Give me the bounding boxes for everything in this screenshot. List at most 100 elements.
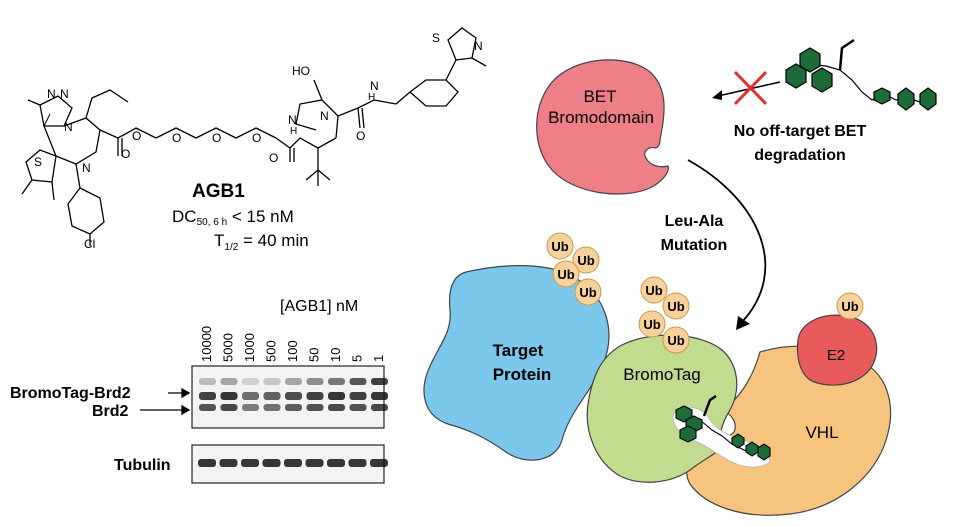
band-tubulin — [284, 459, 302, 467]
lane-label: 50 — [307, 348, 322, 362]
dc50-line: DC50, 6 h < 15 nM — [172, 207, 294, 228]
lane-label: 100 — [285, 340, 300, 362]
atom-cl: Cl — [84, 237, 95, 251]
atom-n4: N — [82, 161, 91, 175]
atom-o7: O — [356, 129, 365, 143]
band-brd2 — [371, 404, 388, 411]
band-brd2-upper — [285, 392, 302, 400]
atom-o4: O — [212, 131, 221, 145]
mutation-label-line2: Mutation — [661, 237, 728, 254]
off-target-line1: No off-target BET — [734, 123, 867, 140]
ubiquitin-label: Ub — [579, 285, 596, 300]
ubiquitin-label: Ub — [643, 317, 660, 332]
band-brd2-upper — [349, 392, 367, 400]
atom-o1: O — [121, 147, 130, 161]
band-tubulin — [198, 459, 216, 467]
e2-shape — [796, 314, 878, 386]
band-tubulin — [241, 459, 259, 467]
atom-n8: N — [474, 39, 483, 53]
bet-bromodomain-shape — [536, 59, 669, 195]
ubiquitin-sphere — [552, 260, 580, 288]
band-bromotag-brd2 — [328, 378, 345, 385]
band-tubulin — [305, 459, 324, 467]
lane-label: 10 — [328, 348, 343, 362]
ubiquitin-sphere — [836, 292, 864, 320]
ubiquitin-sphere — [572, 246, 600, 274]
dc50-value: < 15 nM — [227, 207, 294, 226]
dc50-subscript: 50, 6 h — [197, 217, 228, 228]
band-tubulin — [370, 459, 388, 467]
bromotag-label: BromoTag — [623, 365, 700, 384]
band-tubulin — [262, 459, 281, 467]
band-bromotag-brd2 — [285, 378, 302, 385]
ubiquitin-sphere — [640, 276, 668, 304]
half-life-value: = 40 min — [238, 231, 308, 250]
band-bromotag-brd2 — [242, 378, 259, 385]
bet-label-line1: BET — [583, 87, 616, 106]
atom-n2: N — [60, 87, 69, 101]
mutation-arrow — [687, 159, 767, 330]
atom-s1: S — [34, 155, 42, 169]
band-tubulin — [327, 459, 345, 467]
bromotag-shape — [586, 334, 738, 483]
atom-n3: N — [64, 120, 73, 134]
band-brd2 — [220, 404, 238, 411]
blot-concentration-label: [AGB1] nM — [280, 298, 358, 315]
band-bromotag-brd2 — [220, 378, 238, 385]
band-brd2 — [349, 404, 367, 411]
target-label-line1: Target — [493, 341, 544, 360]
ubiquitin-label: Ub — [841, 299, 858, 314]
band-bromotag-brd2 — [306, 378, 324, 385]
lane-label: 1 — [371, 355, 386, 362]
band-arrows — [140, 387, 191, 416]
ubiquitin-sphere — [546, 232, 574, 260]
dc50-prefix: DC — [172, 207, 197, 226]
ubiquitin-label: Ub — [557, 267, 574, 282]
bet-ligand-icon — [785, 38, 937, 111]
band-brd2-upper — [328, 392, 345, 400]
half-life-subscript: 1/2 — [224, 242, 238, 253]
ubiquitin-label: Ub — [667, 299, 684, 314]
brd2-bands — [199, 378, 388, 411]
tubulin-bands — [198, 459, 388, 467]
band-brd2 — [328, 404, 345, 411]
band-bromotag-brd2 — [371, 378, 388, 385]
vhl-label: VHL — [805, 423, 838, 442]
half-life-prefix: T — [214, 231, 224, 250]
e2-label: E2 — [827, 347, 845, 364]
mutation-label-line1: Leu-Ala — [665, 213, 724, 230]
band-brd2-upper — [220, 392, 238, 400]
band-brd2 — [242, 404, 259, 411]
ubiquitin-sphere — [662, 326, 690, 354]
band-brd2-upper — [371, 392, 388, 400]
structure-atom-labels: N N N N S O O O O O O N H N HO O N H S N… — [34, 31, 483, 251]
band-brd2 — [285, 404, 302, 411]
atom-o6: O — [269, 151, 278, 165]
ubiquitin-sphere — [662, 292, 690, 320]
atom-n7: N — [370, 79, 379, 93]
atom-s2: S — [432, 31, 440, 45]
lane-label: 5000 — [221, 333, 236, 362]
ubiquitin-sphere — [638, 310, 666, 338]
band-brd2 — [306, 404, 324, 411]
bet-label-line2: Bromodomain — [548, 108, 654, 127]
ubiquitin-label: Ub — [577, 253, 594, 268]
half-life-line: T1/2 = 40 min — [214, 231, 309, 253]
band-label-bromotag-brd2: BromoTag-Brd2 — [10, 385, 131, 402]
band-brd2 — [199, 404, 216, 411]
band-tubulin — [219, 459, 238, 467]
band-label-tubulin: Tubulin — [114, 457, 171, 474]
ubiquitin-sphere — [574, 278, 602, 306]
atom-o2: O — [132, 129, 141, 143]
band-brd2-upper — [263, 392, 281, 400]
band-bromotag-brd2 — [349, 378, 367, 385]
band-bromotag-brd2 — [263, 378, 281, 385]
ubiquitin-label: Ub — [645, 283, 662, 298]
band-brd2-upper — [242, 392, 259, 400]
degrader-ligand-icon — [675, 395, 771, 461]
lane-label: 5 — [350, 355, 365, 362]
atom-n1: N — [47, 87, 56, 101]
vhl-shape — [686, 345, 892, 516]
